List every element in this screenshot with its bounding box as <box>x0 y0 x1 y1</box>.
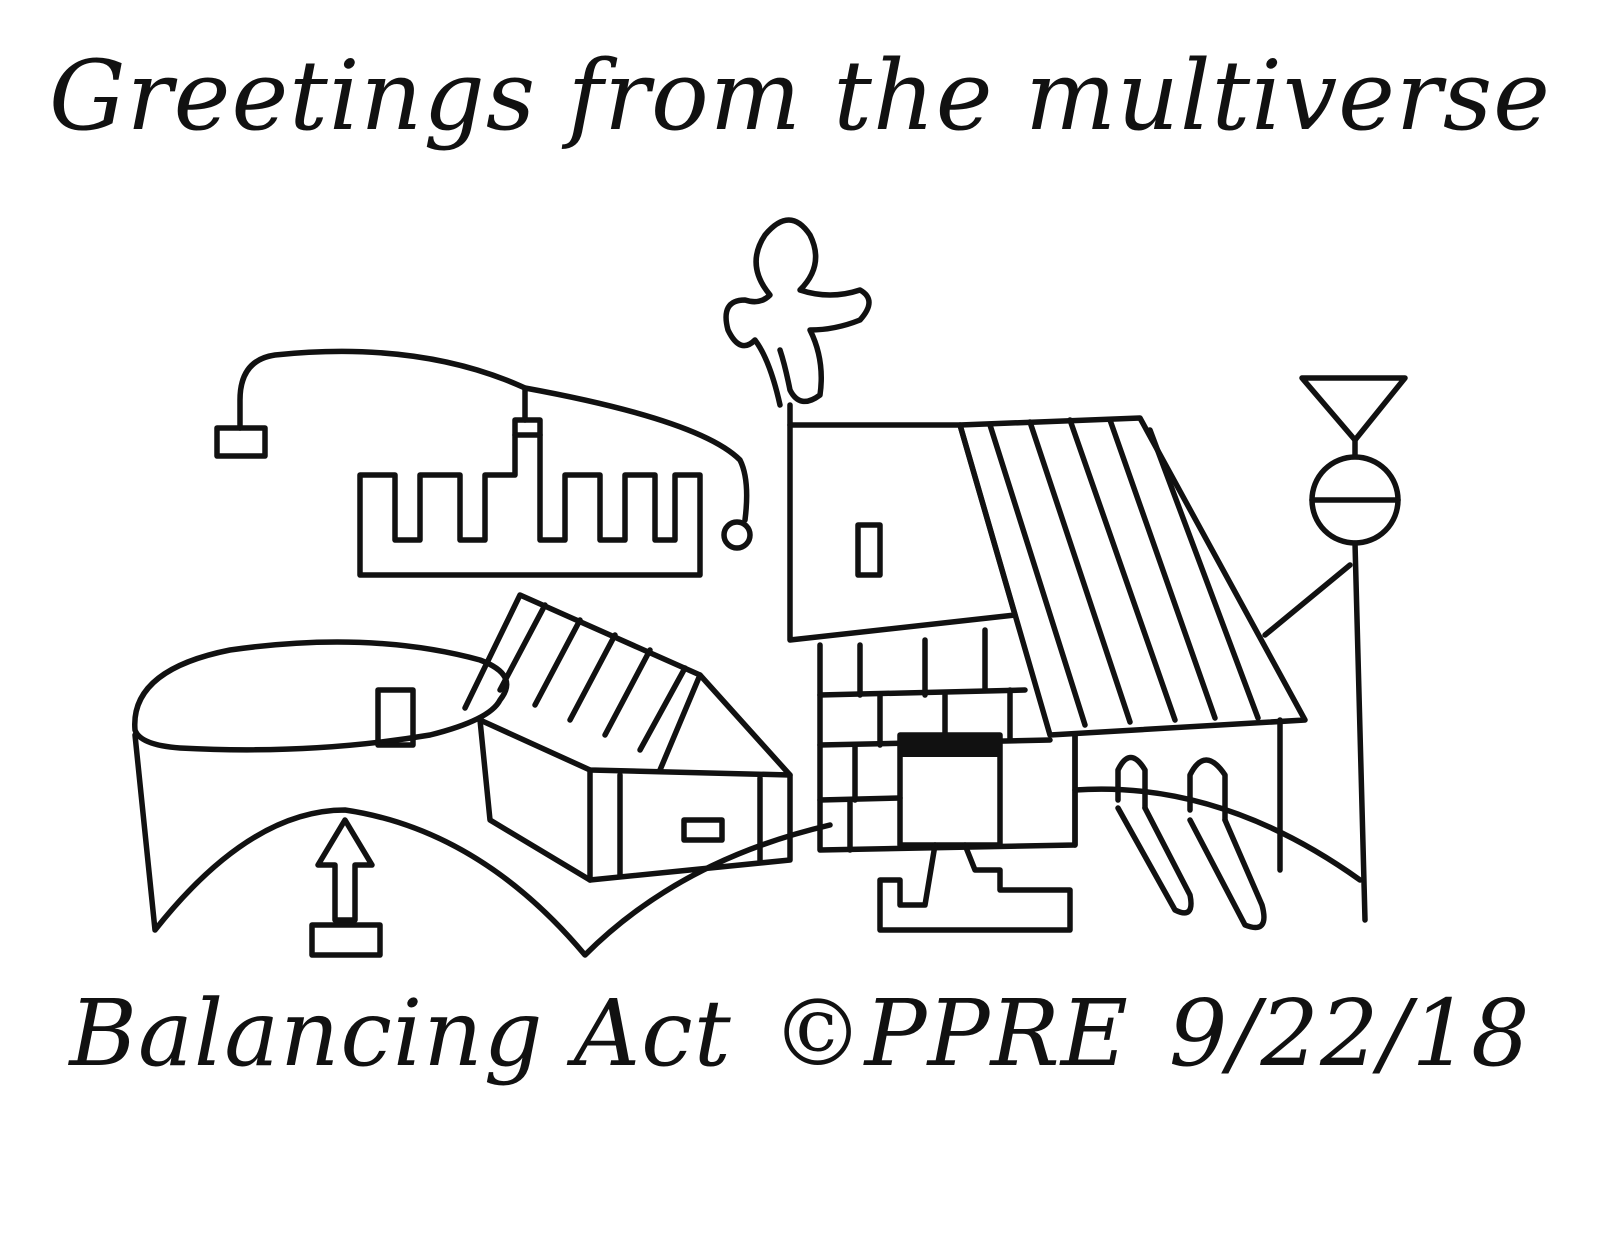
big-house <box>787 415 1363 933</box>
artwork-title: Balancing Act <box>69 980 732 1087</box>
greeting-heading: Greetings from the multiverse <box>49 40 1551 152</box>
balance-pole <box>1262 375 1408 923</box>
small-house <box>462 592 793 883</box>
artwork-date: 9/22/18 <box>1168 980 1531 1087</box>
footer-signature: Balancing Act ©PPRE 9/22/18 <box>0 980 1600 1087</box>
copyright-mark: ©PPRE <box>771 980 1129 1087</box>
up-arrow <box>309 817 383 958</box>
oval-pod <box>132 639 833 958</box>
skyline-block <box>357 417 703 578</box>
hanging-mobile <box>214 348 753 551</box>
gingerbread-figure <box>723 217 872 408</box>
